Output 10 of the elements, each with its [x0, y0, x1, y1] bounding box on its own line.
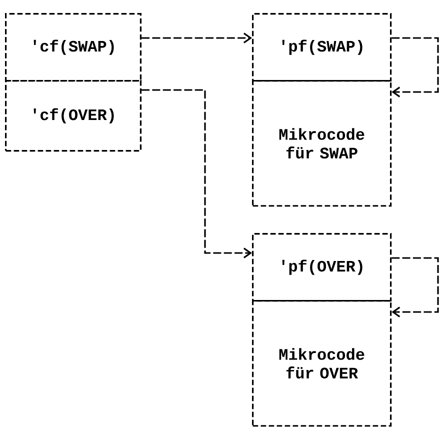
- arrow: [392, 37, 439, 98]
- arrow: [142, 32, 252, 44]
- arrow: [392, 257, 439, 318]
- code-cell: 'cf(OVER): [5, 80, 142, 152]
- code-cell: 'cf(SWAP): [5, 13, 142, 82]
- arrow: [142, 89, 252, 258]
- pointer-cell: 'pf(SWAP): [252, 13, 392, 82]
- microcode-cell: Mikrocode für OVER: [252, 300, 392, 427]
- pointer-cell: 'pf(OVER): [252, 233, 392, 302]
- microcode-cell: Mikrocode für SWAP: [252, 80, 392, 207]
